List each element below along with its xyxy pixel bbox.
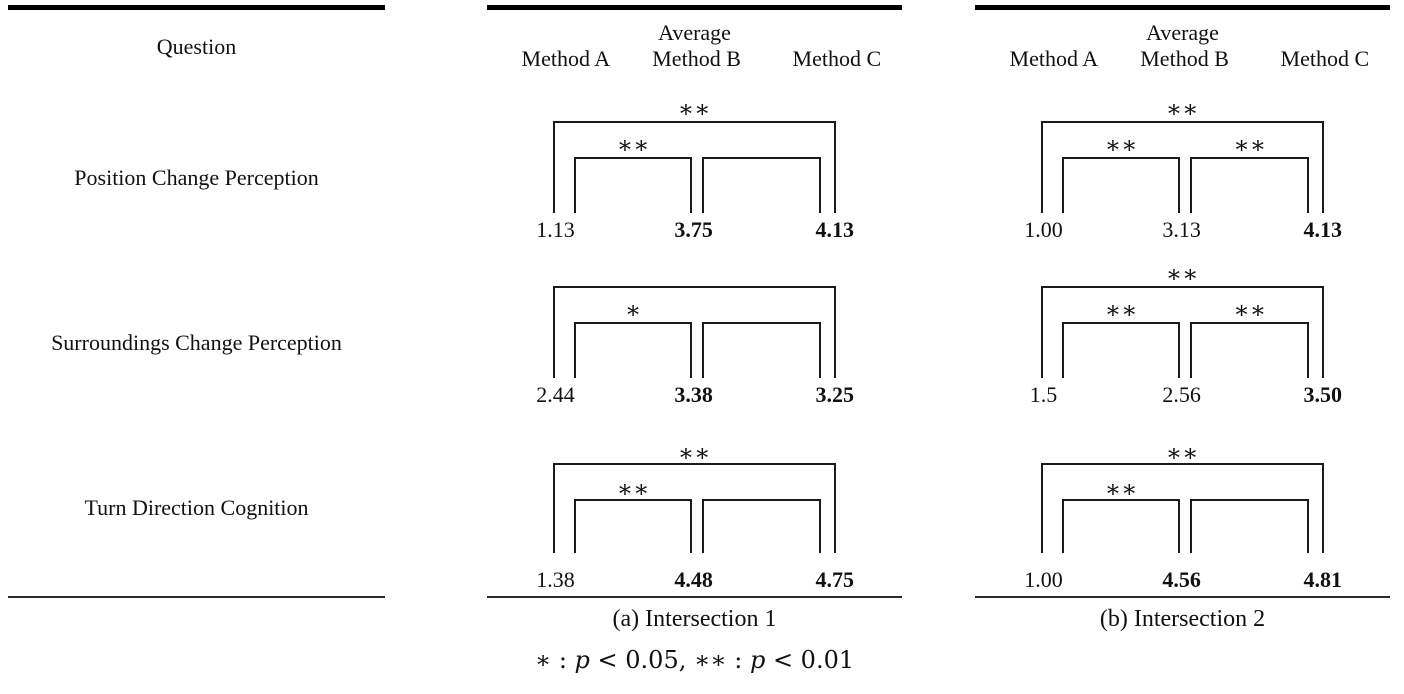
bracket-group-row: ∗∗ ∗∗ 1.13 3.75 4.13: [487, 95, 902, 260]
legend-suffix: < 0.01: [765, 646, 855, 674]
significance-label-a-b: ∗∗: [616, 131, 650, 159]
mean-method-b: 4.56: [1162, 567, 1201, 592]
significance-label-a-b: ∗∗: [1104, 131, 1138, 159]
significance-label-a-c: ∗∗: [1165, 439, 1199, 467]
bracket-a-c: [1040, 286, 1324, 378]
question-row-surroundings-change: Surroundings Change Perception: [51, 329, 342, 355]
bracket-b-c: [701, 157, 822, 213]
bracket-a-b: [574, 157, 693, 213]
significance-label-a-b: ∗∗: [616, 475, 650, 503]
panel-a-top-rule: [487, 5, 902, 10]
method-a-header: Method A: [521, 46, 611, 71]
question-header: Question: [156, 34, 237, 59]
bracket-a-c: [552, 121, 836, 213]
mean-method-a: 1.5: [1029, 382, 1058, 407]
mean-method-b: 4.48: [674, 567, 713, 592]
bracket-a-b: [574, 499, 693, 553]
method-c-header: Method C: [1280, 46, 1370, 71]
significance-label-a-c: ∗∗: [677, 95, 711, 123]
method-a-header: Method A: [1009, 46, 1099, 71]
subfigure-b-caption: (b) Intersection 2: [1099, 606, 1266, 632]
bracket-a-b: [1062, 499, 1181, 553]
bracket-a-b: [574, 322, 693, 378]
significance-legend: ∗ : p < 0.05, ∗∗ : p < 0.01: [487, 646, 902, 674]
method-header-row: Method A Method B Method C: [487, 46, 902, 72]
mean-method-b: 3.38: [674, 382, 713, 407]
mean-method-a: 1.00: [1024, 567, 1063, 592]
significance-label-a-b: ∗∗: [1104, 475, 1138, 503]
method-header-row: Method A Method B Method C: [975, 46, 1390, 72]
bracket-group-row: ∗∗ ∗∗ ∗∗ 1.00 3.13 4.13: [975, 95, 1390, 260]
mean-method-c: 4.13: [815, 217, 855, 242]
bracket-a-c: [1040, 121, 1324, 213]
subfigure-a-caption: (a) Intersection 1: [612, 606, 777, 632]
legend-middle: < 0.05, ∗∗ :: [589, 646, 750, 674]
significance-label-b-c: ∗∗: [1233, 296, 1267, 324]
question-top-rule: [8, 5, 385, 10]
mean-method-a: 1.38: [536, 567, 575, 592]
mean-method-b: 2.56: [1162, 382, 1201, 407]
method-b-header: Method B: [652, 46, 741, 71]
bracket-a-c: [1040, 463, 1324, 553]
legend-p-symbol-2: p: [749, 646, 766, 674]
mean-values-row: 1.38 4.48 4.75: [487, 567, 902, 599]
bracket-group-row: ∗∗ ∗∗ ∗∗ 1.5 2.56 3.50: [975, 260, 1390, 425]
panel-intersection-2: Average Method A Method B Method C ∗∗ ∗∗…: [975, 0, 1390, 694]
mean-method-b: 3.13: [1162, 217, 1201, 242]
mean-method-a: 2.44: [536, 382, 575, 407]
bracket-group-row: ∗ 2.44 3.38 3.25: [487, 260, 902, 425]
panel-a-bottom-rule: [487, 596, 902, 598]
bracket-b-c: [1189, 499, 1310, 553]
method-b-header: Method B: [1140, 46, 1229, 71]
question-bottom-rule: [8, 596, 385, 598]
bracket-a-c: [552, 463, 836, 553]
bracket-b-c: [701, 322, 822, 378]
bracket-a-b: [1062, 157, 1181, 213]
panel-intersection-1: Average Method A Method B Method C ∗∗ ∗∗…: [487, 0, 902, 694]
mean-method-c: 3.25: [815, 382, 855, 407]
average-group-label: Average: [1146, 20, 1219, 45]
significance-label-b-c: ∗∗: [1233, 131, 1267, 159]
bracket-b-c: [1189, 157, 1310, 213]
significance-label-a-c: ∗∗: [1165, 260, 1199, 288]
mean-values-row: 2.44 3.38 3.25: [487, 382, 902, 414]
mean-values-row: 1.13 3.75 4.13: [487, 217, 902, 249]
question-row-position-change: Position Change Perception: [74, 164, 319, 190]
mean-method-c: 4.75: [815, 567, 855, 592]
significance-label-a-b: ∗: [624, 296, 642, 324]
question-row-turn-direction: Turn Direction Cognition: [84, 494, 309, 520]
mean-method-a: 1.00: [1024, 217, 1063, 242]
mean-method-a: 1.13: [536, 217, 575, 242]
legend-p-symbol-1: p: [574, 646, 590, 674]
bracket-b-c: [701, 499, 822, 553]
mean-values-row: 1.00 4.56 4.81: [975, 567, 1390, 599]
significance-label-a-b: ∗∗: [1104, 296, 1138, 324]
mean-values-row: 1.5 2.56 3.50: [975, 382, 1390, 414]
panel-b-top-rule: [975, 5, 1390, 10]
bracket-group-row: ∗∗ ∗∗ 1.38 4.48 4.75: [487, 425, 902, 592]
bracket-a-b: [1062, 322, 1181, 378]
average-group-label: Average: [658, 20, 731, 45]
mean-values-row: 1.00 3.13 4.13: [975, 217, 1390, 249]
bracket-b-c: [1189, 322, 1310, 378]
mean-method-c: 3.50: [1303, 382, 1343, 407]
mean-method-c: 4.81: [1303, 567, 1343, 592]
panel-b-bottom-rule: [975, 596, 1390, 598]
method-c-header: Method C: [792, 46, 882, 71]
question-column: Question Position Change Perception Surr…: [8, 0, 385, 694]
legend-star-prefix: ∗ :: [534, 646, 575, 674]
bracket-group-row: ∗∗ ∗∗ 1.00 4.56 4.81: [975, 425, 1390, 592]
significance-label-a-c: ∗∗: [677, 439, 711, 467]
mean-method-b: 3.75: [674, 217, 713, 242]
mean-method-c: 4.13: [1303, 217, 1343, 242]
significance-label-a-c: ∗∗: [1165, 95, 1199, 123]
bracket-a-c: [552, 286, 836, 378]
